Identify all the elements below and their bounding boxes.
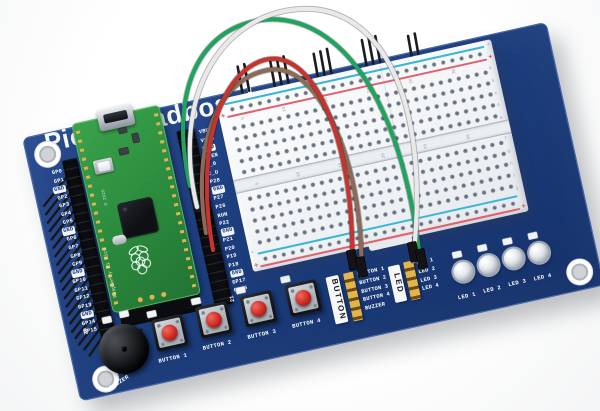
column-number: 5 [255,181,261,186]
button-cap [204,310,224,330]
button-cap [293,288,313,308]
row-letter: c [494,90,498,97]
debug-pad [149,294,156,301]
crystal-oscillator [111,233,128,246]
column-number: 10 [295,171,302,178]
button-plate [243,293,275,325]
row-letter: a [488,65,493,72]
column-number: 25 [423,143,430,150]
push-button-2 [194,300,233,339]
column-number: 15 [338,161,345,169]
rail-plus-sign: + [253,261,260,270]
button-plate [154,317,186,349]
rail-plus-sign: + [220,112,226,121]
raspberry-pi-logo [128,245,152,275]
row-letter: b [491,78,495,84]
bootsel-button [92,157,115,175]
row-letter: h [509,160,514,167]
pico-copyright-text: © 2020 [101,188,110,206]
push-button-1 [150,313,189,352]
column-number: 20 [380,152,387,159]
push-button-4 [284,278,323,317]
smd-component [131,132,140,143]
row-letter: j [515,185,519,192]
smd-component [118,147,129,156]
rp2040-chip [117,197,159,239]
rail-minus-sign: - [486,40,491,48]
smd-component [118,127,128,134]
button-cap [160,323,180,343]
button-plate [287,282,319,314]
rail-plus-sign: + [487,53,494,62]
row-letter: f [504,136,508,142]
row-letter: g [506,148,511,154]
row-letter: i [512,173,517,179]
debug-pad [137,296,144,303]
button-cap [249,299,269,319]
rail-plus-sign: + [520,202,527,211]
column-number: 30 [465,133,472,140]
pico-breadboard-kit-pcb: Pico Breadboard [22,21,600,402]
debug-pad [160,291,167,298]
row-letter: d [496,103,501,109]
button-plate [198,304,230,336]
raspberry-pi-pico-board: Raspberry Pi Pico © 2020 [71,102,201,314]
rail-minus-sign: - [217,100,222,108]
push-button-3 [239,289,278,328]
rail-minus-sign: - [250,248,255,257]
